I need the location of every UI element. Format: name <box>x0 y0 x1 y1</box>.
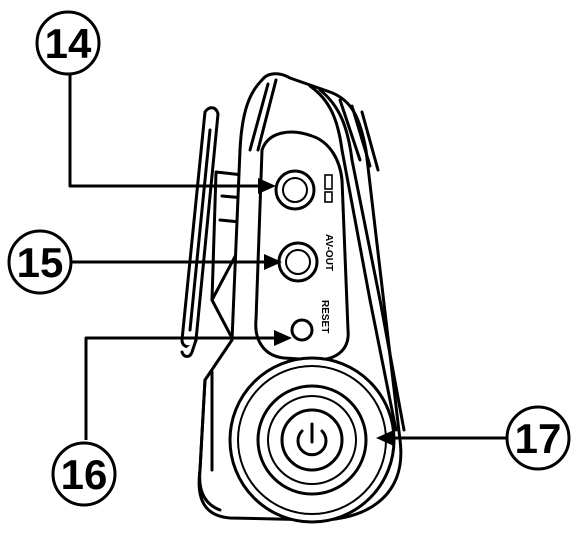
usb-port-icon <box>274 169 316 211</box>
svg-text:14: 14 <box>45 20 92 67</box>
arrowhead-16 <box>274 330 292 346</box>
power-icon <box>296 422 328 457</box>
arrowheads <box>258 178 394 446</box>
svg-text:16: 16 <box>61 451 108 498</box>
av-out-port-icon <box>277 241 319 283</box>
leader-line-14 <box>68 68 262 188</box>
leader-line-16 <box>84 336 282 440</box>
svg-text:15: 15 <box>17 239 64 286</box>
reset-label: RESET <box>319 300 330 333</box>
arrowhead-17 <box>376 430 394 446</box>
arrowhead-15 <box>264 254 282 270</box>
callout-14: 14 <box>35 10 101 76</box>
reset-button[interactable]: RESET <box>290 300 330 342</box>
reset-button-icon <box>290 318 314 342</box>
callout-16: 16 <box>51 441 117 507</box>
leader-lines <box>68 68 510 440</box>
svg-text:17: 17 <box>515 415 562 462</box>
arrowhead-14 <box>258 178 276 194</box>
callout-15: 15 <box>7 229 73 295</box>
power-button[interactable] <box>228 356 396 524</box>
callout-17: 17 <box>505 405 571 471</box>
av-out-label: AV-OUT <box>323 234 334 271</box>
usb-port[interactable] <box>274 169 333 211</box>
usb-symbol-icon <box>324 174 333 203</box>
